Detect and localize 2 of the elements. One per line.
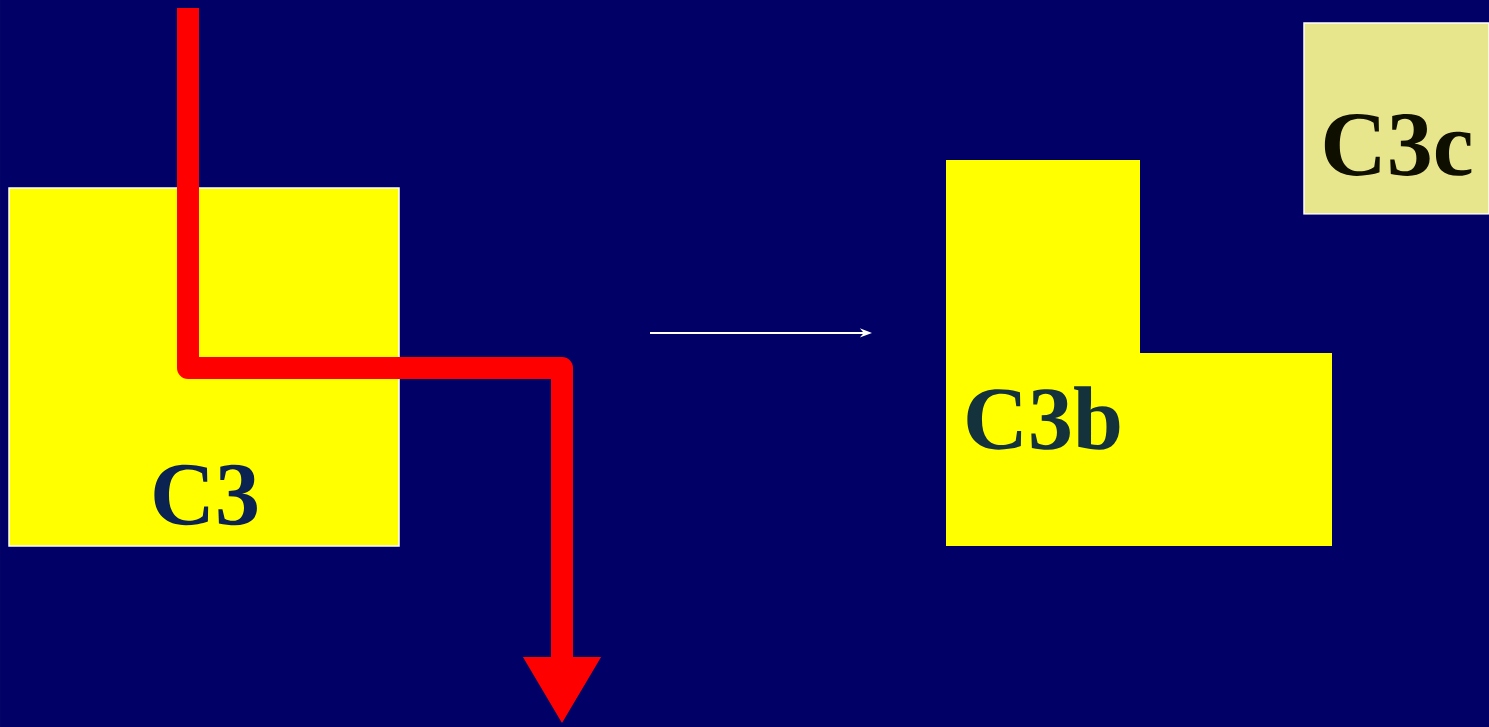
c3-box: C3 <box>8 187 400 547</box>
c3c-box: C3c <box>1303 22 1489 215</box>
